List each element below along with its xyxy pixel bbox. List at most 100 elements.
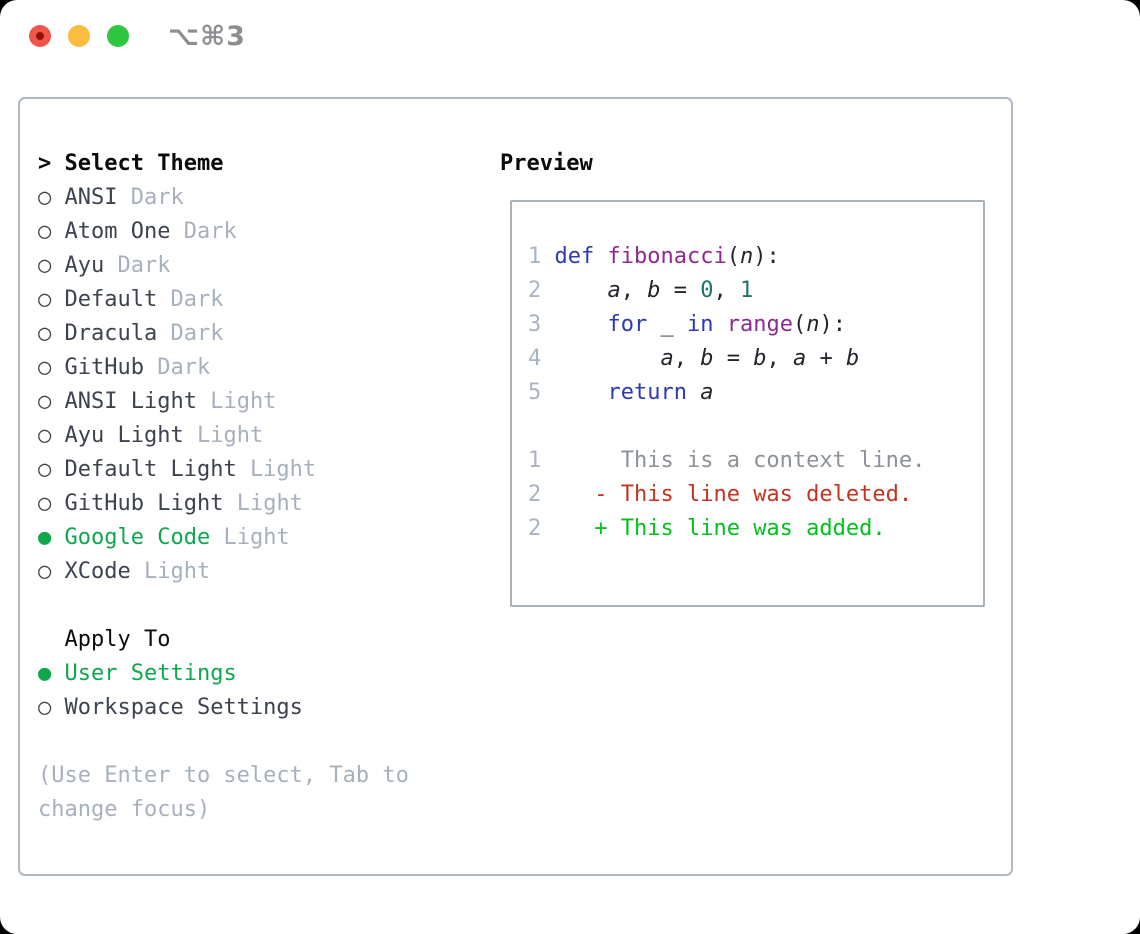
code-token — [674, 312, 687, 337]
code-token: , — [766, 346, 793, 371]
hint-line-1: (Use Enter to select, Tab to — [38, 763, 409, 788]
line-number: 3 — [528, 312, 542, 337]
code-token — [555, 380, 608, 405]
code-token: a — [700, 380, 714, 405]
code-token: 1 — [739, 278, 754, 303]
select-theme-title: Select Theme — [64, 151, 224, 176]
code-token: range — [726, 312, 793, 337]
theme-variant-label: Light — [249, 457, 317, 482]
theme-option-name: Ayu — [64, 253, 105, 278]
radio-icon: ○ — [38, 423, 52, 448]
code-token: + This line was added. — [594, 516, 886, 541]
theme-option-github[interactable]: ○ GitHub Dark — [38, 351, 409, 385]
line-number: 2 — [528, 516, 542, 541]
code-token: _ — [660, 312, 674, 337]
code-token: , — [673, 346, 701, 371]
radio-icon: ○ — [38, 185, 52, 210]
code-token: , — [620, 278, 648, 303]
radio-icon: ○ — [38, 389, 52, 414]
theme-option-default[interactable]: ○ Default Dark — [38, 283, 409, 317]
code-token: = — [713, 346, 754, 371]
theme-option-ansi[interactable]: ○ ANSI Dark — [38, 181, 409, 215]
code-token — [555, 482, 595, 507]
theme-options-list: ○ ANSI Dark○ Atom One Dark○ Ayu Dark○ De… — [38, 181, 409, 589]
radio-icon: ○ — [38, 253, 52, 278]
zoom-button-icon[interactable] — [107, 25, 129, 47]
apply-option-name: User Settings — [64, 661, 237, 686]
code-token: fibonacci — [607, 244, 727, 269]
preview-line-blank — [528, 410, 983, 444]
code-token: for — [607, 312, 648, 337]
code-token: return — [607, 380, 687, 405]
theme-variant-label: Dark — [130, 185, 184, 210]
preview-title: Preview — [500, 151, 593, 176]
apply-option-workspace-settings[interactable]: ○ Workspace Settings — [38, 691, 409, 725]
theme-list-column: > Select Theme ○ ANSI Dark○ Atom One Dar… — [38, 147, 409, 827]
theme-option-xcode[interactable]: ○ XCode Light — [38, 555, 409, 589]
traffic-lights — [29, 25, 129, 47]
apply-option-user-settings[interactable]: ● User Settings — [38, 657, 409, 691]
theme-option-name: ANSI Light — [64, 389, 197, 414]
code-token: + — [806, 346, 846, 371]
theme-option-github-light[interactable]: ○ GitHub Light Light — [38, 487, 409, 521]
apply-option-name: Workspace Settings — [64, 695, 303, 720]
select-theme-header: > Select Theme — [38, 147, 409, 181]
theme-option-name: GitHub Light — [64, 491, 224, 516]
hint-line-2: change focus) — [38, 797, 211, 822]
theme-variant-label: Light — [223, 525, 290, 550]
preview-line-code: 1 def fibonacci(n): — [528, 240, 983, 274]
code-token — [555, 516, 595, 541]
code-token: in — [686, 312, 714, 337]
code-token — [594, 244, 607, 269]
code-token: n — [806, 312, 820, 337]
code-token — [647, 312, 660, 337]
apply-to-header: Apply To — [38, 623, 409, 657]
code-token: b — [845, 346, 860, 371]
theme-option-name: Default — [64, 287, 158, 312]
theme-option-ayu-light[interactable]: ○ Ayu Light Light — [38, 419, 409, 453]
theme-option-name: Ayu Light — [64, 423, 184, 448]
code-token — [555, 346, 661, 371]
line-number: 2 — [528, 482, 542, 507]
preview-line-code: 3 for _ in range(n): — [528, 308, 983, 342]
radio-selected-icon: ● — [38, 525, 52, 550]
line-number: 2 — [528, 278, 542, 303]
spacer-row — [38, 725, 409, 759]
preview-line-diff-added: 2 + This line was added. — [528, 512, 983, 546]
theme-variant-label: Dark — [170, 287, 224, 312]
theme-option-name: GitHub — [64, 355, 144, 380]
radio-icon: ○ — [38, 559, 52, 584]
theme-option-dracula[interactable]: ○ Dracula Dark — [38, 317, 409, 351]
theme-option-name: Google Code — [64, 525, 211, 550]
radio-icon: ○ — [38, 321, 52, 346]
code-token — [555, 312, 608, 337]
theme-variant-label: Dark — [157, 355, 211, 380]
code-token: n — [739, 244, 754, 269]
theme-option-name: Default Light — [64, 457, 237, 482]
theme-option-google-code[interactable]: ● Google Code Light — [38, 521, 409, 555]
line-number: 1 — [528, 244, 542, 269]
close-button-icon[interactable] — [29, 25, 51, 47]
preview-line-code: 2 a, b = 0, 1 — [528, 274, 983, 308]
code-token: ( — [792, 312, 807, 337]
theme-option-ayu[interactable]: ○ Ayu Dark — [38, 249, 409, 283]
theme-variant-label: Dark — [183, 219, 237, 244]
theme-option-atom-one[interactable]: ○ Atom One Dark — [38, 215, 409, 249]
spacer-row — [38, 589, 409, 623]
theme-option-name: XCode — [64, 559, 131, 584]
code-token: b — [647, 278, 661, 303]
theme-option-name: Atom One — [64, 219, 171, 244]
theme-option-name: Dracula — [64, 321, 158, 346]
minimize-button-icon[interactable] — [68, 25, 90, 47]
theme-option-ansi-light[interactable]: ○ ANSI Light Light — [38, 385, 409, 419]
code-token: a — [792, 346, 807, 371]
theme-variant-label: Light — [196, 423, 264, 448]
radio-selected-icon: ● — [38, 661, 52, 686]
code-token: 0 — [700, 278, 714, 303]
code-token — [713, 312, 726, 337]
theme-option-default-light[interactable]: ○ Default Light Light — [38, 453, 409, 487]
code-token: ( — [726, 244, 740, 269]
code-token: b — [753, 346, 767, 371]
